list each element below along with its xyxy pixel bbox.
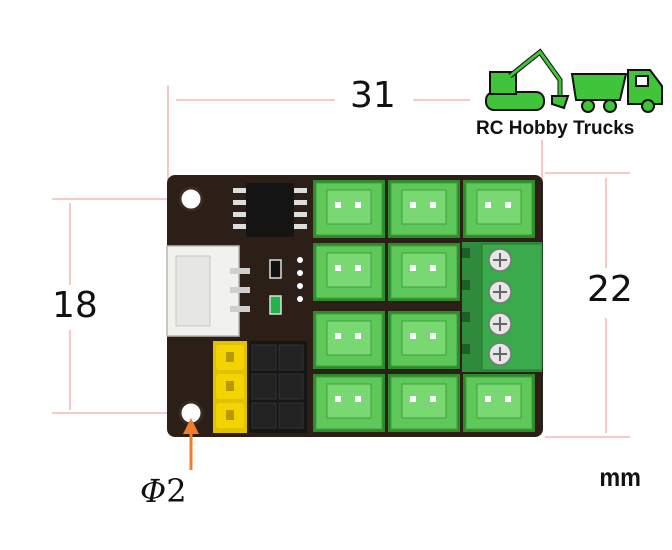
mount-hole-arrow	[183, 418, 199, 470]
servo-connector	[463, 374, 535, 432]
servo-connector	[388, 180, 460, 238]
servo-connector	[313, 243, 385, 301]
resistor	[269, 259, 282, 279]
pcb-board	[166, 175, 543, 437]
screw	[488, 342, 512, 366]
servo-connectors	[313, 180, 535, 432]
dump-truck-icon	[570, 69, 663, 113]
mount-hole-top	[178, 186, 204, 212]
screw	[488, 248, 512, 272]
width-dimension: 31	[350, 75, 396, 116]
excavator-icon	[485, 48, 570, 111]
servo-connector	[388, 243, 460, 301]
rc-hobby-trucks-logo	[485, 48, 663, 113]
mount-hole-size: 2	[166, 472, 187, 510]
mount-hole-label: Φ2	[140, 472, 187, 510]
side-jst-connector	[166, 245, 250, 337]
right-height-dimension: 22	[587, 269, 633, 310]
screw-terminal-block	[462, 242, 543, 372]
servo-connector	[313, 311, 385, 369]
ic-chip	[233, 183, 307, 237]
screw	[488, 280, 512, 304]
unit-label: mm	[599, 462, 641, 492]
servo-connector	[388, 374, 460, 432]
pin-header	[213, 341, 307, 433]
dimension-lines	[52, 85, 630, 438]
servo-connector	[388, 311, 460, 369]
servo-connector	[463, 180, 535, 238]
led	[269, 295, 282, 315]
screw	[488, 312, 512, 336]
left-height-dimension: 18	[52, 285, 98, 326]
servo-connector	[313, 180, 385, 238]
diameter-symbol: Φ	[140, 472, 167, 510]
brand-name: RC Hobby Trucks	[476, 118, 635, 139]
servo-connector	[313, 374, 385, 432]
